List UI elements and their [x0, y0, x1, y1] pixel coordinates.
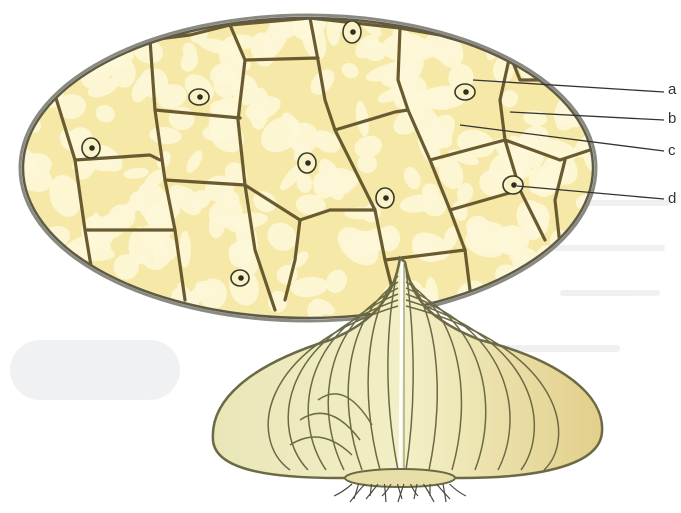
vacuole-blob	[103, 17, 149, 44]
nucleolus	[305, 160, 311, 166]
root-strand	[443, 484, 446, 502]
vacuole-blob	[590, 10, 608, 30]
vacuole-blob	[85, 0, 99, 41]
vacuole-blob	[458, 0, 502, 39]
vacuole-blob	[530, 34, 573, 66]
vacuole-blob	[382, 33, 429, 62]
nucleolus	[463, 89, 469, 95]
vacuole-blob	[552, 31, 582, 54]
vacuole-blob	[574, 79, 606, 110]
root-strand	[450, 484, 467, 496]
vacuole-blob	[22, 0, 61, 52]
vacuole-blob	[561, 232, 600, 278]
nucleolus	[511, 182, 517, 188]
vacuole-blob	[199, 279, 227, 310]
onion-cut-line	[400, 262, 402, 478]
cell-wall	[245, 58, 318, 60]
vacuole-blob	[16, 3, 60, 46]
vacuole-blob	[534, 0, 587, 49]
vacuole-blob	[562, 0, 598, 35]
nucleolus	[350, 29, 356, 35]
vacuole-blob	[55, 11, 90, 48]
vacuole-blob	[62, 40, 88, 71]
magnified-cell-view	[0, 0, 681, 340]
vacuole-blob	[562, 31, 595, 62]
nucleolus	[383, 195, 389, 201]
vacuole-blob	[577, 4, 598, 29]
nucleolus	[197, 94, 203, 100]
vacuole-blob	[41, 8, 95, 56]
vacuole-blob	[105, 0, 127, 34]
vacuole-blob	[541, 52, 567, 79]
vacuole-blob	[465, 301, 489, 324]
vacuole-blob	[28, 59, 49, 105]
vacuole-blob	[12, 37, 46, 71]
root-strand	[334, 484, 352, 496]
onion-basal-plate	[345, 469, 455, 487]
vacuole-blob	[56, 26, 79, 44]
nucleolus	[238, 275, 244, 281]
vacuole-blob	[7, 95, 34, 125]
vacuole-blob	[553, 53, 579, 68]
callout-label-d: d	[668, 191, 676, 206]
callout-label-a: a	[668, 82, 676, 97]
callout-label-b: b	[668, 111, 676, 126]
vacuole-blob	[92, 291, 116, 322]
vacuole-blob	[64, 3, 98, 37]
callout-label-c: c	[668, 143, 676, 158]
nucleolus	[89, 145, 95, 151]
